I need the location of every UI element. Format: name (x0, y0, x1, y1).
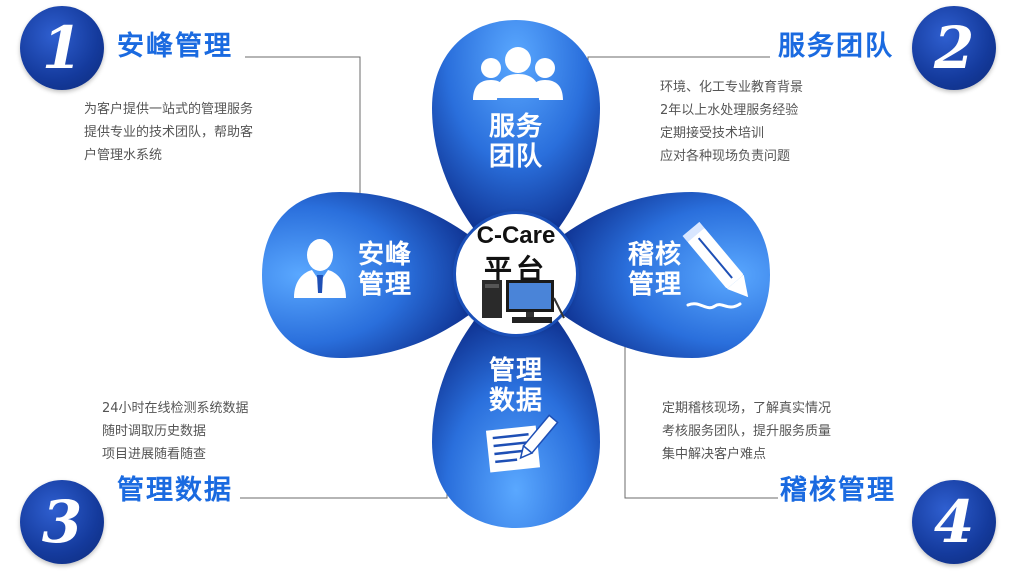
desc-line: 考核服务团队，提升服务质量 (662, 424, 832, 439)
petal-label-right: 稽核 管理 (627, 240, 682, 300)
section-desc-3: 24小时在线检测系统数据 随时调取历史数据 项目进展随看随查 (102, 397, 249, 466)
desc-line: 24小时在线检测系统数据 (102, 401, 249, 416)
section-title-2: 服务团队 (778, 31, 894, 62)
section-desc-1: 为客户提供一站式的管理服务 提供专业的技术团队，帮助客 户管理水系统 (84, 98, 253, 167)
desc-line: 随时调取历史数据 (102, 424, 207, 439)
petal-bottom (432, 275, 600, 528)
petal-label-top: 服务 团队 (488, 112, 543, 172)
document-edit-icon (485, 414, 559, 473)
petal-label-bottom: 管理 数据 (488, 356, 543, 416)
section-title-1: 安峰管理 (117, 31, 233, 62)
connector-line-4 (624, 335, 778, 499)
desc-line: 提供专业的技术团队，帮助客 (84, 125, 254, 140)
desc-line: 2年以上水处理服务经验 (660, 103, 799, 118)
section-title-3: 管理数据 (117, 475, 233, 506)
section-desc-4: 定期稽核现场，了解真实情况 考核服务团队，提升服务质量 集中解决客户难点 (662, 397, 831, 466)
center-disc: C-Care 平台 (456, 214, 576, 334)
number-badge-4: 4 (912, 480, 996, 564)
desc-line: 为客户提供一站式的管理服务 (84, 102, 254, 117)
desc-line: 定期稽核现场，了解真实情况 (662, 401, 832, 416)
user-icon (294, 239, 346, 298)
desc-line: 定期接受技术培训 (660, 126, 765, 141)
connector-line-1 (245, 56, 361, 195)
number-badge-2: 2 (912, 6, 996, 90)
pen-icon (682, 221, 749, 310)
desc-line: 集中解决客户难点 (662, 447, 767, 462)
team-icon (473, 47, 563, 100)
petal-label-left: 安峰 管理 (357, 240, 412, 300)
computer-icon (482, 280, 565, 323)
petal-left (262, 192, 516, 358)
desc-line: 户管理水系统 (84, 148, 163, 163)
section-title-4: 稽核管理 (780, 475, 896, 506)
desc-line: 环境、化工专业教育背景 (660, 80, 804, 95)
number-badge-3: 3 (20, 480, 104, 564)
center-title: C-Care (476, 222, 556, 249)
section-desc-2: 环境、化工专业教育背景 2年以上水处理服务经验 定期接受技术培训 应对各种现场负… (660, 76, 803, 168)
petal-top (432, 20, 600, 275)
desc-line: 项目进展随看随查 (102, 447, 207, 462)
desc-line: 应对各种现场负责问题 (660, 149, 791, 164)
number-badge-1: 1 (20, 6, 104, 90)
